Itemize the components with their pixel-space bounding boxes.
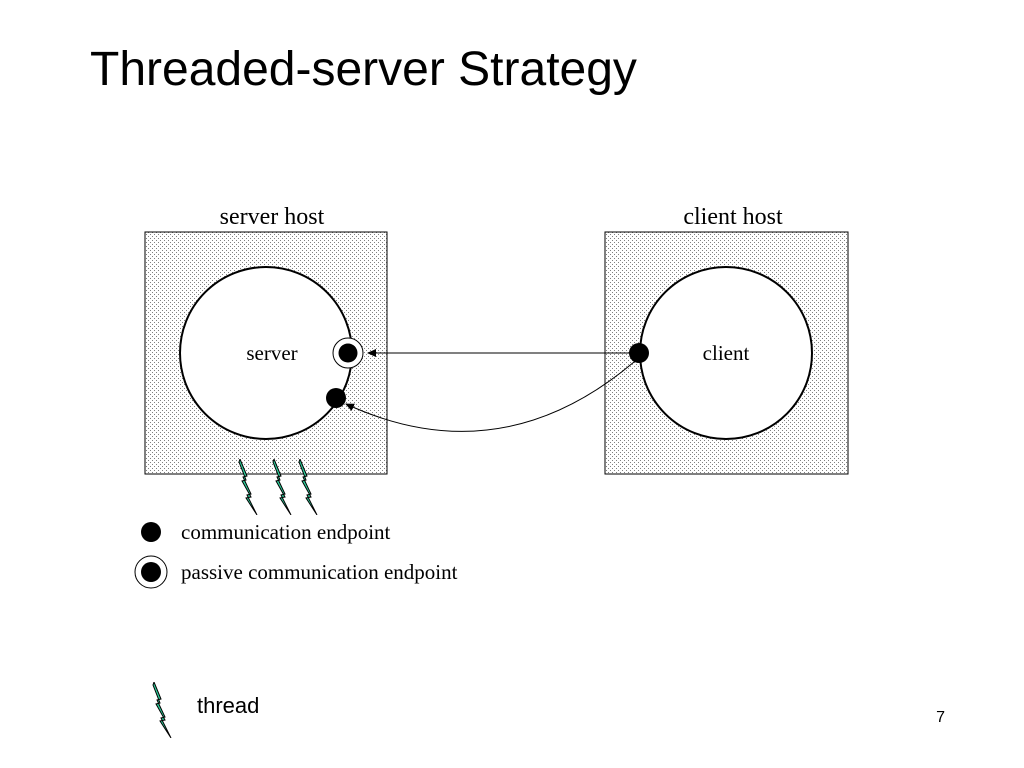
client-endpoint-icon: [629, 343, 649, 363]
server-endpoint-icon: [326, 388, 346, 408]
slide-title: Threaded-server Strategy: [90, 43, 637, 96]
data-connection-curve: [345, 353, 643, 432]
legend: communication endpoint passive communica…: [134, 520, 458, 738]
client-host-label: client host: [683, 204, 783, 230]
legend-thread-icon: [152, 682, 172, 738]
server-host-label: server host: [220, 204, 325, 230]
legend-endpoint-label: communication endpoint: [181, 520, 391, 544]
server-passive-endpoint: [332, 337, 364, 369]
page-number: 7: [936, 709, 945, 726]
legend-passive-endpoint-dot-icon: [141, 562, 161, 582]
server-process-label: server: [246, 341, 297, 365]
client-process-label: client: [703, 341, 750, 365]
legend-passive-endpoint-label: passive communication endpoint: [181, 560, 458, 584]
passive-endpoint-dot-icon: [338, 343, 358, 363]
client-host: client host client: [604, 204, 849, 475]
legend-endpoint-icon: [141, 522, 161, 542]
legend-thread-label: thread: [197, 693, 259, 718]
